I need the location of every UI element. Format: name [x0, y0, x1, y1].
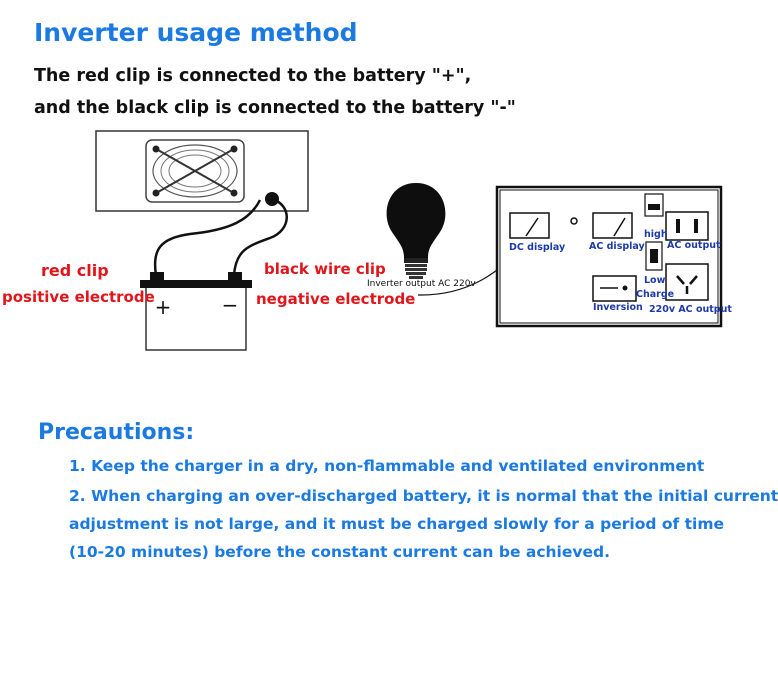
ac-display-label: AC display [589, 241, 645, 252]
inversion-switch-icon [592, 275, 637, 302]
precaution-line-4: (10-20 minutes) before the constant curr… [69, 543, 610, 561]
red-cable [153, 199, 262, 276]
precautions-title: Precautions: [38, 420, 195, 445]
inversion-label: Inversion [593, 302, 643, 313]
precaution-line-3: adjustment is not large, and it must be … [69, 515, 725, 533]
inverter-output-label: Inverter output AC 220v [367, 279, 476, 289]
precaution-line-1: 1. Keep the charger in a dry, non-flamma… [69, 457, 705, 475]
control-panel [495, 185, 723, 328]
black-clip-label: black wire clip [264, 260, 386, 278]
charger-box [95, 130, 309, 212]
ac-socket-icon [665, 263, 709, 301]
ac-meter-icon [592, 212, 633, 239]
black-cable [232, 197, 288, 276]
red-clip-label: red clip [41, 261, 109, 280]
battery-minus: − [222, 293, 239, 317]
negative-electrode-label: negative electrode [256, 290, 416, 308]
page-title: Inverter usage method [34, 18, 358, 47]
bulb-icon [386, 183, 446, 279]
precaution-line-2: 2. When charging an over-discharged batt… [69, 487, 778, 505]
ac-220-output-label: 220v AC output [649, 304, 732, 315]
low-label: Low [644, 275, 666, 286]
wiring-diagram: + − [95, 130, 723, 351]
positive-electrode-label: positive electrode [2, 288, 155, 306]
fan-icon [145, 139, 245, 203]
high-label: high [644, 229, 668, 240]
socket-icon [665, 211, 709, 241]
indicator-light [570, 217, 578, 225]
dc-meter-icon [509, 212, 550, 239]
output-switch-icon [644, 193, 664, 217]
battery-icon: + − [140, 272, 252, 351]
battery-plus: + [155, 295, 172, 319]
charge-label: Charge [636, 289, 675, 300]
intro-line-1: The red clip is connected to the battery… [34, 66, 472, 86]
charge-switch-icon [645, 241, 663, 271]
dc-display-label: DC display [509, 242, 566, 253]
ac-output-label: AC output [667, 240, 721, 251]
intro-line-2: and the black clip is connected to the b… [34, 98, 516, 118]
